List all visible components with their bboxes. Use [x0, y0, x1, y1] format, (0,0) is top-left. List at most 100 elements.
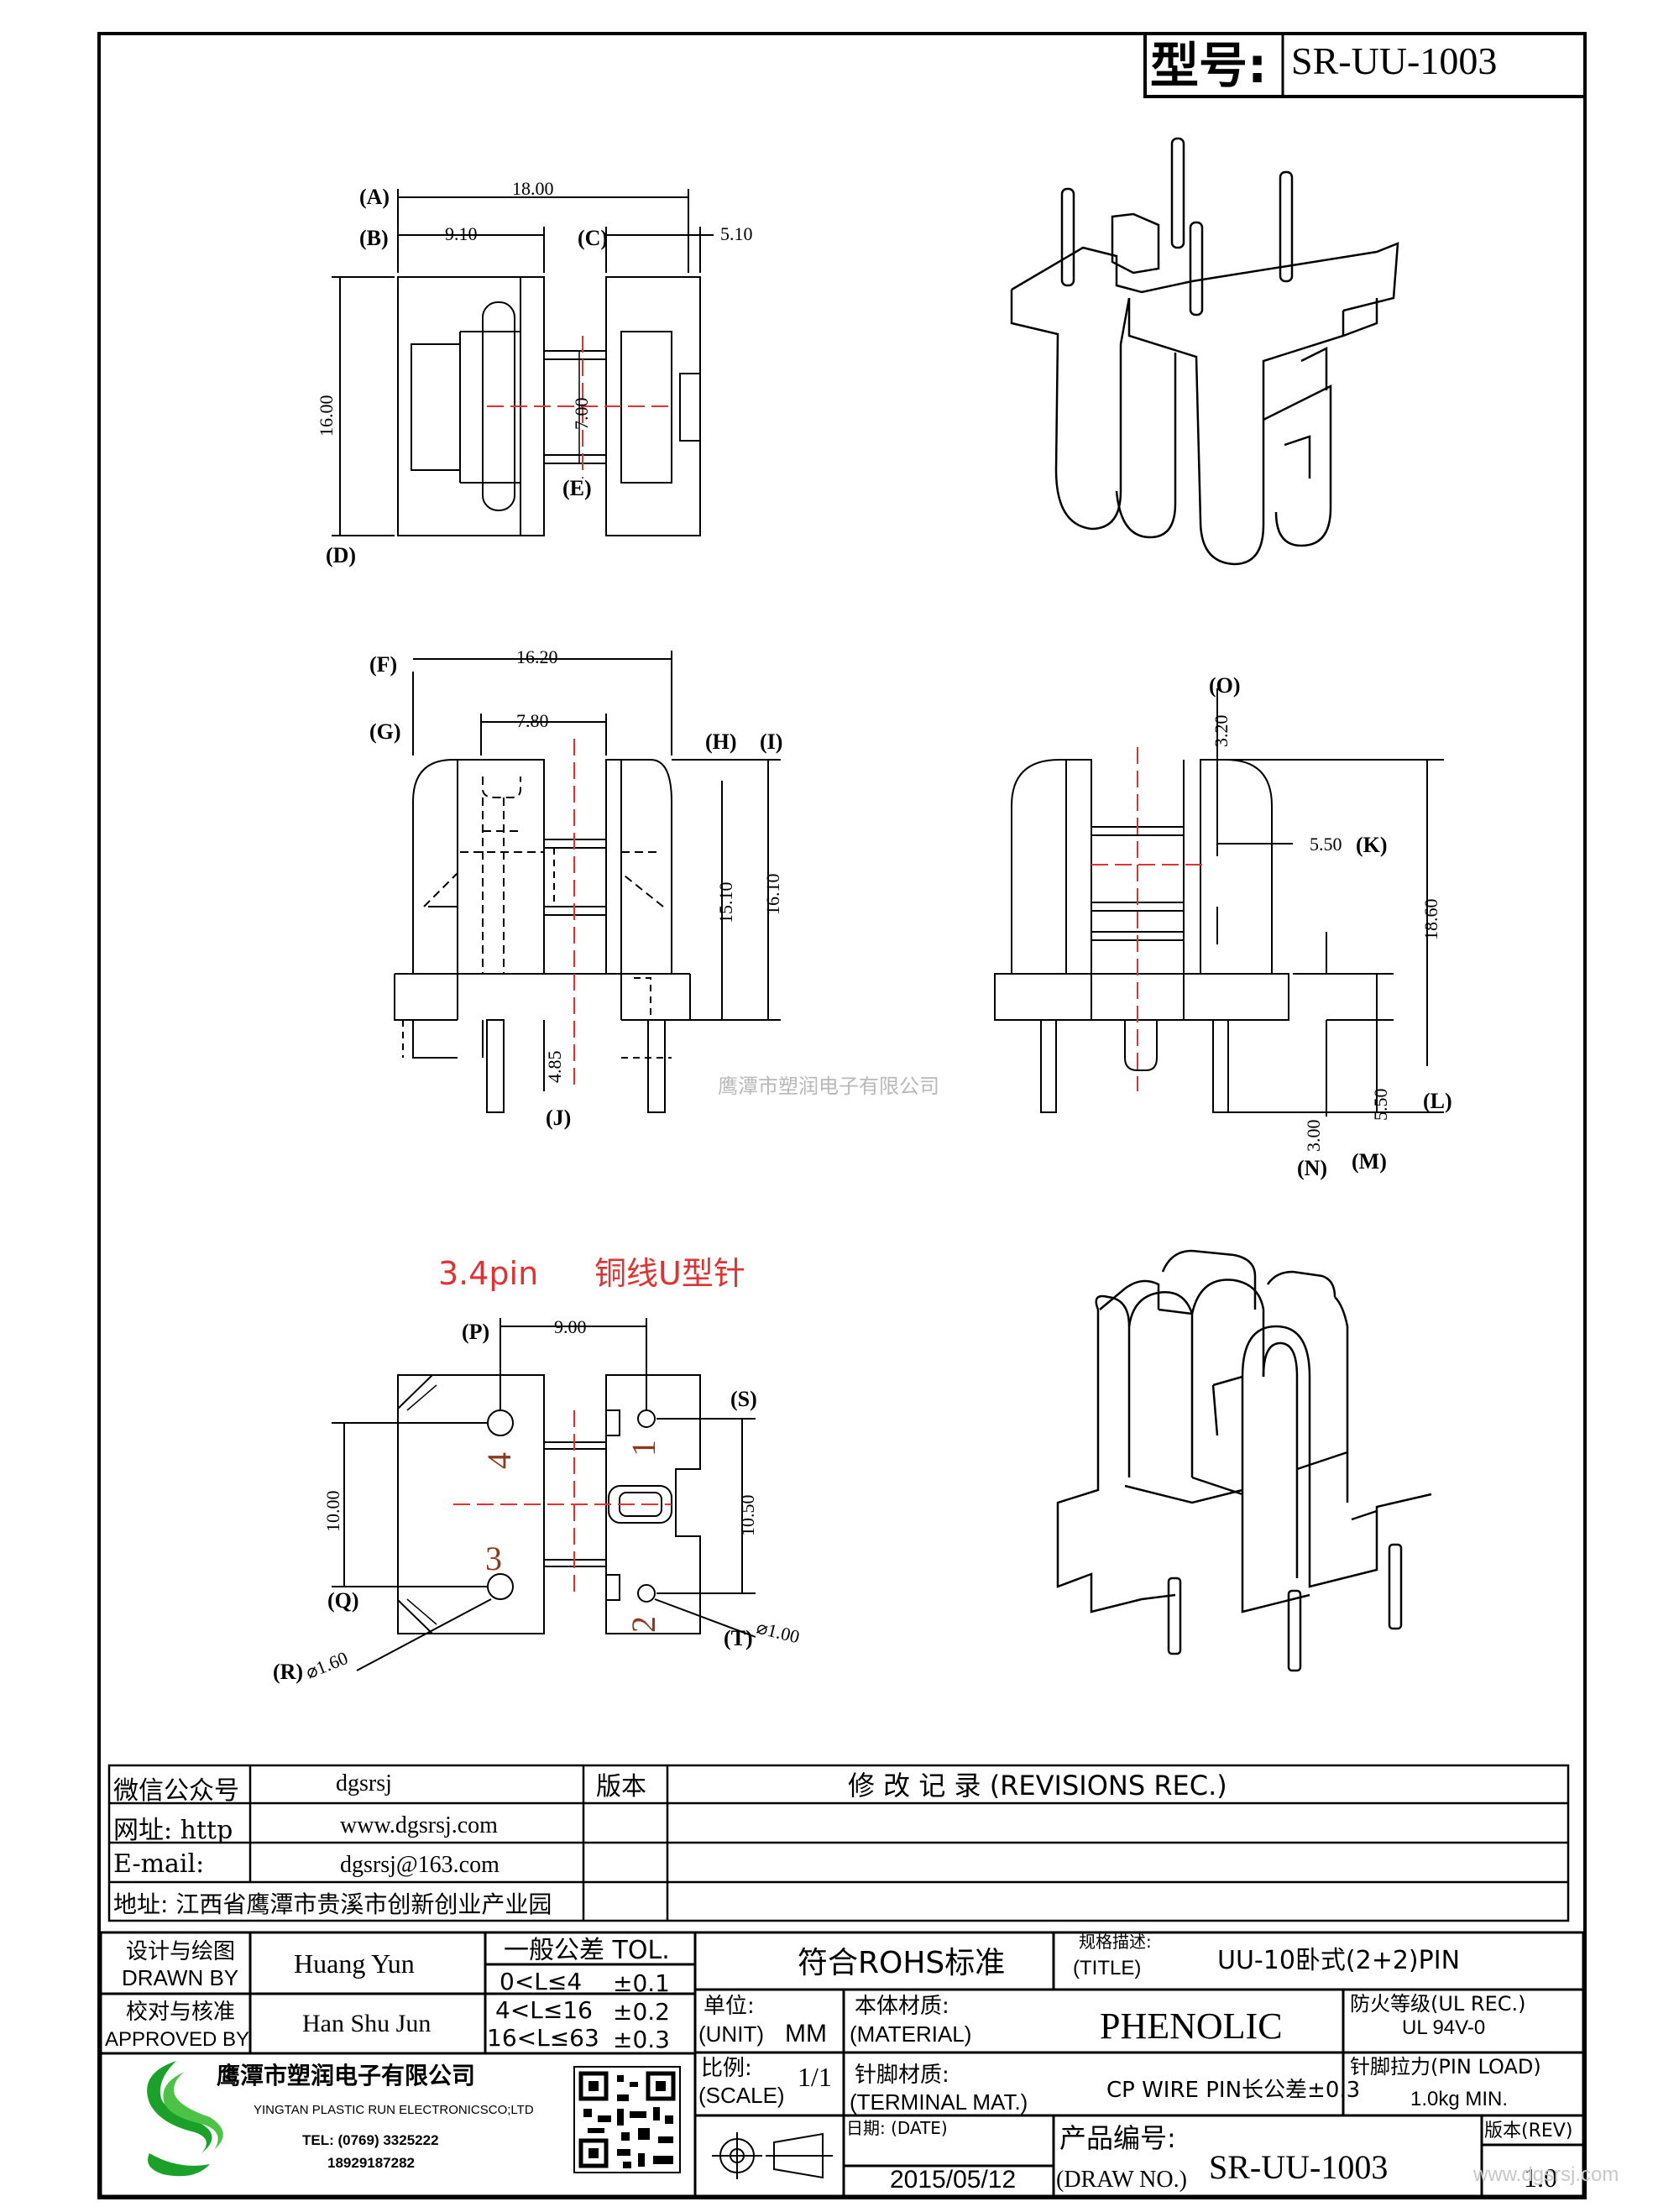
- web-value: www.dgsrsj.com: [340, 1812, 498, 1838]
- material-value: PHENOLIC: [1100, 2005, 1283, 2047]
- date-label: 日期: (DATE): [846, 2118, 948, 2138]
- label-k: (K): [1356, 833, 1388, 857]
- title-label-cn: 规格描述:: [1079, 1932, 1152, 1952]
- label-j: (J): [546, 1106, 571, 1130]
- tol-val-1: ±0.1: [613, 1969, 670, 1997]
- tol-val-2: ±0.2: [613, 1998, 670, 2026]
- company-tel: TEL: (0769) 3325222: [302, 2132, 439, 2148]
- label-q: (Q): [327, 1588, 359, 1613]
- top-view-dims: 18.00 9.10 5.10 16.00 7.00 (A) (B) (C) (…: [316, 178, 753, 567]
- rev-value: 1.0: [1524, 2162, 1557, 2193]
- front-view: [394, 651, 781, 1113]
- label-n: (N): [1297, 1156, 1327, 1180]
- title-value: UU-10卧式(2+2)PIN: [1217, 1946, 1460, 1975]
- watermark-url: www.dgsrsj.com: [1472, 2163, 1619, 2186]
- date-value: 2015/05/12: [890, 2166, 1016, 2194]
- email-label: E-mail:: [113, 1849, 204, 1879]
- tol-val-3: ±0.3: [613, 2026, 670, 2053]
- outer-border: [97, 32, 1587, 2199]
- top-view: [332, 189, 714, 536]
- dim-a: 18.00: [512, 178, 554, 199]
- fire-value: UL 94V-0: [1402, 2016, 1485, 2039]
- model-box: 型号: SR-UU-1003: [1143, 32, 1587, 98]
- label-a: (A): [359, 185, 390, 209]
- terminal-label-en: (TERMINAL MAT.): [850, 2089, 1028, 2115]
- scale-label-en: (SCALE): [698, 2083, 785, 2108]
- designer-cn: 设计与绘图: [126, 1939, 235, 1964]
- dim-s: 10.50: [737, 1495, 758, 1537]
- side-view-dims: 3.20 5.50 18.60 5.50 3.00 (O) (K) (L) (M…: [1209, 673, 1452, 1180]
- label-g: (G): [369, 719, 401, 744]
- dim-j: 4.85: [544, 1051, 565, 1084]
- pinload-label: 针脚拉力(PIN LOAD): [1350, 2055, 1541, 2079]
- company-en: YINGTAN PLASTIC RUN ELECTRONICSCO;LTD: [254, 2103, 534, 2117]
- web-label: 网址: http: [113, 1816, 233, 1845]
- watermark: 鹰潭市塑润电子有限公司: [718, 1075, 939, 1098]
- drawno-label-en: (DRAW NO.): [1056, 2167, 1187, 2193]
- company-phone: 18929187282: [327, 2155, 415, 2171]
- label-b: (B): [359, 226, 389, 250]
- label-o: (O): [1209, 673, 1241, 698]
- dim-m: 5.50: [1370, 1089, 1391, 1122]
- fire-label: 防火等级(UL REC.): [1350, 1992, 1526, 2016]
- pin-3: 3: [485, 1540, 502, 1577]
- info-text: 微信公众号 dgsrsj 网址: http www.dgsrsj.com E-m…: [113, 1770, 1227, 1918]
- dim-c: 5.10: [720, 223, 753, 244]
- wechat-label: 微信公众号: [113, 1776, 239, 1806]
- pin-4: 4: [480, 1452, 518, 1469]
- dim-o: 3.20: [1211, 715, 1232, 748]
- tol-range-3: 16<L≤63: [487, 2024, 599, 2052]
- address: 地址: 江西省鹰潭市贵溪市创新创业产业园: [113, 1890, 552, 1918]
- designer-name: Huang Yun: [294, 1948, 415, 1979]
- label-m: (M): [1352, 1149, 1387, 1174]
- pinload-value: 1.0kg MIN.: [1410, 2088, 1508, 2110]
- dim-g: 7.80: [516, 710, 549, 731]
- unit-label-en: (UNIT): [698, 2021, 764, 2047]
- material-label-cn: 本体材质:: [855, 1994, 949, 2019]
- front-view-dims: 16.20 7.80 15.10 16.10 4.85 (F) (G) (H) …: [369, 646, 783, 1130]
- qr-code-icon: [573, 2066, 681, 2173]
- dim-b: 9.10: [445, 223, 478, 244]
- label-c: (C): [578, 226, 608, 250]
- scale-value: 1/1: [798, 2062, 832, 2092]
- dim-p: 9.00: [554, 1316, 587, 1337]
- model-value: SR-UU-1003: [1291, 39, 1497, 82]
- pin-2: 2: [625, 1616, 662, 1633]
- label-p: (P): [462, 1320, 489, 1344]
- info-block: [107, 1764, 1570, 1922]
- dim-i: 16.10: [762, 874, 783, 916]
- scale-label-cn: 比例:: [701, 2056, 752, 2081]
- label-t: (T): [724, 1626, 753, 1650]
- title-label-en: (TITLE): [1073, 1957, 1141, 1979]
- label-d: (D): [326, 543, 356, 567]
- projection-symbol-icon: [712, 2132, 833, 2179]
- title-block-text: 设计与绘图 DRAWN BY Huang Yun 校对与核准 APPROVED …: [105, 1932, 1619, 2194]
- bottom-view: [332, 1318, 756, 1671]
- revisions-label: 修 改 记 录 (REVISIONS REC.): [848, 1770, 1227, 1801]
- label-h: (H): [705, 729, 737, 754]
- tol-range-2: 4<L≤16: [495, 1996, 593, 2024]
- dim-n: 3.00: [1303, 1120, 1324, 1153]
- drawno-label-cn: 产品编号:: [1059, 2122, 1176, 2154]
- side-view: [994, 688, 1444, 1116]
- isometric-view-bottom: [1056, 1249, 1432, 1672]
- company-logo-icon: [147, 2061, 223, 2177]
- label-l: (L): [1423, 1089, 1452, 1113]
- wechat-value: dgsrsj: [336, 1770, 392, 1796]
- checker-name: Han Shu Jun: [302, 2010, 431, 2037]
- email-value: dgsrsj@163.com: [340, 1852, 500, 1878]
- tol-range-1: 0<L≤4: [500, 1968, 582, 1995]
- terminal-value: CP WIRE PIN长公差±0.3: [1106, 2078, 1360, 2103]
- drawno-value: SR-UU-1003: [1209, 2148, 1388, 2186]
- model-label: 型号:: [1150, 37, 1267, 94]
- pin-1: 1: [625, 1440, 662, 1456]
- unit-value: MM: [785, 2020, 827, 2047]
- dim-k: 5.50: [1310, 834, 1342, 855]
- dim-d: 16.00: [316, 395, 337, 437]
- material-label-en: (MATERIAL): [850, 2021, 971, 2047]
- tol-label: 一般公差 TOL.: [504, 1936, 670, 1965]
- dim-f: 16.20: [516, 646, 558, 667]
- rev-label: 版本(REV): [1484, 2120, 1572, 2141]
- dim-r: ⌀1.60: [303, 1647, 351, 1683]
